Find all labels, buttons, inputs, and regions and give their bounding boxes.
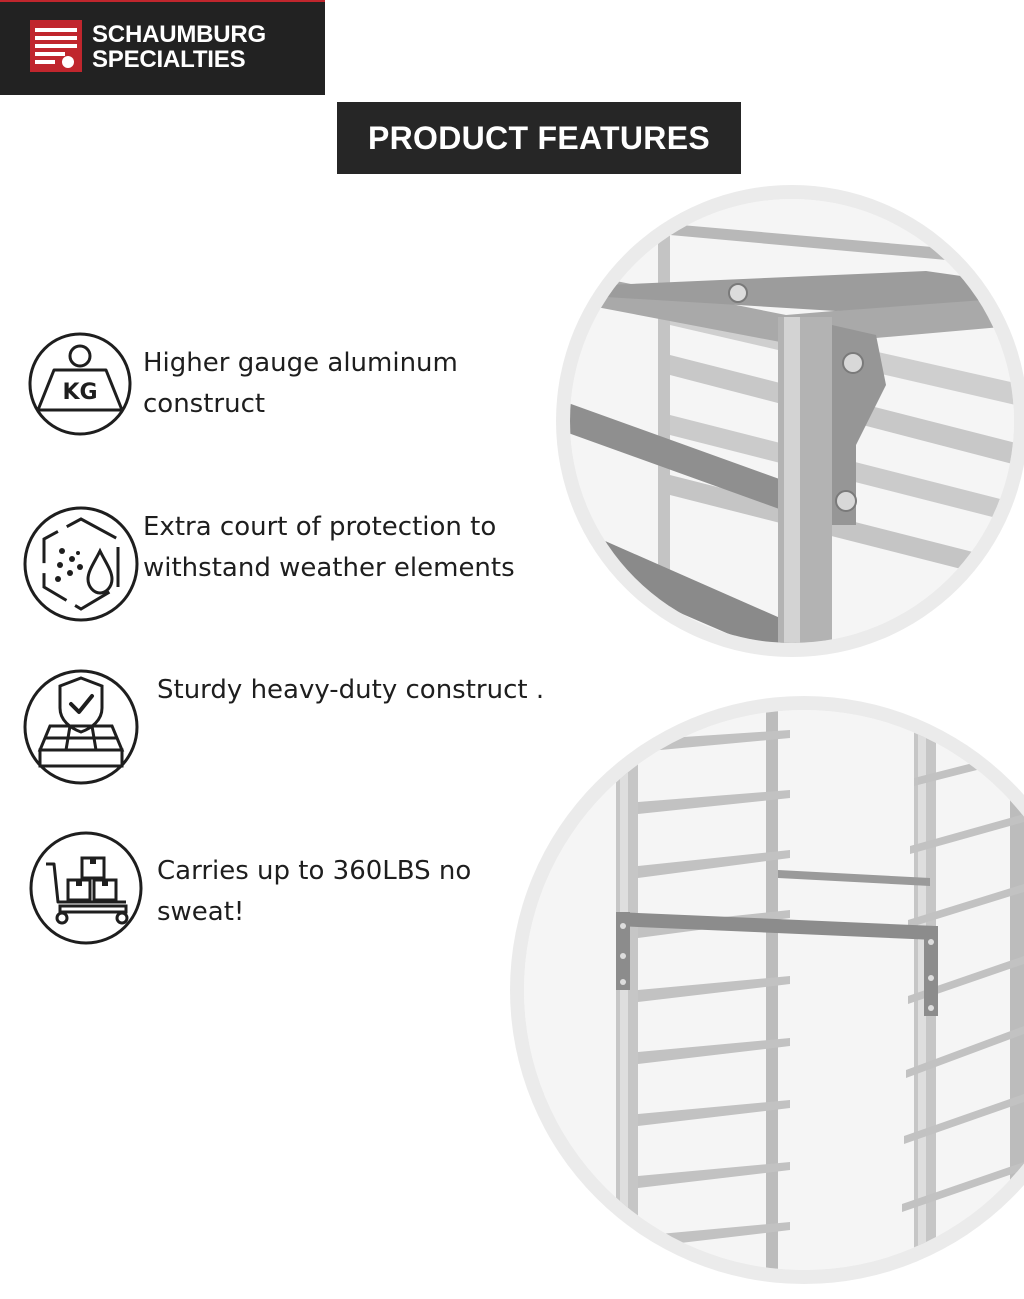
feature-4-line2: sweat! bbox=[157, 897, 245, 927]
product-features-banner: PRODUCT FEATURES bbox=[337, 102, 741, 174]
brand-name-line1: SCHAUMBURG bbox=[92, 21, 266, 48]
feature-2-text: Extra court of protection to withstand w… bbox=[143, 507, 515, 589]
feature-2-line1: Extra court of protection to bbox=[143, 512, 497, 542]
brand-header: SCHAUMBURG SPECIALTIES bbox=[0, 0, 325, 95]
feature-3-text: Sturdy heavy-duty construct . bbox=[157, 670, 544, 711]
rack-corner-closeup-photo bbox=[556, 185, 1024, 657]
feature-2-line2: withstand weather elements bbox=[143, 553, 515, 583]
feature-1-line2: construct bbox=[143, 389, 266, 419]
weather-protection-shield-icon bbox=[23, 506, 139, 622]
brand-logo-icon bbox=[30, 20, 82, 72]
feature-3-line1: Sturdy heavy-duty construct . bbox=[157, 675, 545, 705]
weight-kg-icon: KG bbox=[28, 332, 132, 436]
rack-full-view-photo bbox=[510, 696, 1024, 1284]
feature-4-line1: Carries up to 360LBS no bbox=[157, 856, 472, 886]
brand-name-line2: SPECIALTIES bbox=[92, 46, 246, 73]
feature-1-text: Higher gauge aluminum construct bbox=[143, 343, 458, 425]
feature-1-line1: Higher gauge aluminum bbox=[143, 348, 458, 378]
brand-name: SCHAUMBURG SPECIALTIES bbox=[92, 22, 266, 72]
heavy-duty-shield-check-icon bbox=[23, 669, 139, 785]
feature-4-text: Carries up to 360LBS no sweat! bbox=[157, 851, 471, 933]
weight-kg-label: KG bbox=[62, 380, 97, 405]
hand-truck-boxes-icon bbox=[29, 831, 143, 945]
